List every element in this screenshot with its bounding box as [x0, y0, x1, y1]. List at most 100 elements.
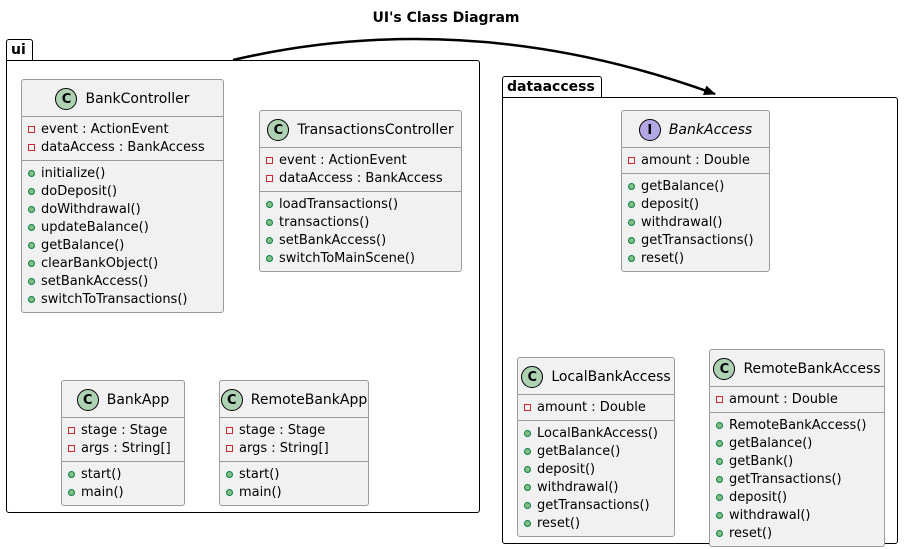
field-text: amount : Double [729, 391, 838, 407]
public-visibility-icon [68, 470, 75, 478]
class-stereotype-icon: C [55, 88, 78, 110]
fields-section: amount : Double [518, 394, 674, 420]
method-row: RemoteBankAccess() [716, 416, 876, 434]
method-row: setBankAccess() [28, 272, 215, 290]
method-text: start() [81, 466, 122, 482]
class-name: RemoteBankAccess [743, 361, 881, 377]
method-text: getBalance() [729, 435, 813, 451]
private-visibility-icon [716, 395, 723, 403]
private-visibility-icon [226, 426, 233, 434]
public-visibility-icon [716, 529, 723, 537]
method-row: main() [226, 483, 360, 501]
private-visibility-icon [68, 426, 75, 434]
public-visibility-icon [716, 439, 723, 447]
method-row: setBankAccess() [266, 231, 453, 249]
class-stereotype-icon: C [713, 358, 736, 380]
public-visibility-icon [628, 182, 635, 190]
public-visibility-icon [28, 277, 35, 285]
field-text: args : String[] [239, 440, 329, 456]
methods-section: RemoteBankAccess()getBalance()getBank()g… [710, 412, 884, 546]
method-row: withdrawal() [716, 506, 876, 524]
private-visibility-icon [266, 156, 273, 164]
method-text: switchToTransactions() [41, 291, 188, 307]
method-text: withdrawal() [641, 214, 723, 230]
public-visibility-icon [524, 447, 531, 455]
public-visibility-icon [28, 205, 35, 213]
public-visibility-icon [226, 488, 233, 496]
public-visibility-icon [524, 483, 531, 491]
public-visibility-icon [524, 465, 531, 473]
field-row: args : String[] [68, 439, 176, 457]
method-row: doWithdrawal() [28, 200, 215, 218]
method-row: withdrawal() [628, 213, 761, 231]
class-header: C RemoteBankApp [220, 381, 368, 417]
public-visibility-icon [628, 200, 635, 208]
field-text: event : ActionEvent [279, 152, 407, 168]
field-row: event : ActionEvent [266, 151, 453, 169]
field-text: event : ActionEvent [41, 121, 169, 137]
methods-section: loadTransactions()transactions()setBankA… [260, 191, 461, 271]
method-row: getBalance() [716, 434, 876, 452]
public-visibility-icon [628, 236, 635, 244]
field-row: event : ActionEvent [28, 120, 215, 138]
method-text: start() [239, 466, 280, 482]
method-row: getBalance() [628, 177, 761, 195]
field-row: amount : Double [628, 151, 761, 169]
methods-section: start()main() [220, 461, 368, 505]
class-name: BankApp [106, 392, 170, 408]
method-row: switchToTransactions() [28, 290, 215, 308]
method-text: deposit() [729, 489, 788, 505]
method-text: getBalance() [41, 237, 125, 253]
field-row: stage : Stage [226, 421, 360, 439]
class-name: RemoteBankApp [250, 392, 368, 408]
methods-section: LocalBankAccess()getBalance()deposit()wi… [518, 420, 674, 536]
method-row: clearBankObject() [28, 254, 215, 272]
public-visibility-icon [28, 295, 35, 303]
method-row: updateBalance() [28, 218, 215, 236]
method-text: getTransactions() [729, 471, 842, 487]
method-text: clearBankObject() [41, 255, 159, 271]
method-row: switchToMainScene() [266, 249, 453, 267]
public-visibility-icon [28, 259, 35, 267]
method-text: LocalBankAccess() [537, 425, 658, 441]
class-name: BankAccess [668, 122, 753, 138]
method-text: getBalance() [641, 178, 725, 194]
public-visibility-icon [716, 421, 723, 429]
private-visibility-icon [266, 174, 273, 182]
method-row: getBalance() [28, 236, 215, 254]
method-text: initialize() [41, 165, 106, 181]
method-row: reset() [628, 249, 761, 267]
public-visibility-icon [28, 187, 35, 195]
interface-stereotype-icon: I [638, 119, 661, 141]
diagram-title: UI's Class Diagram [372, 10, 520, 26]
package-dataaccess-label: dataaccess [502, 76, 602, 98]
public-visibility-icon [266, 254, 273, 262]
field-row: amount : Double [716, 390, 876, 408]
field-text: stage : Stage [81, 422, 168, 438]
public-visibility-icon [266, 200, 273, 208]
method-row: getTransactions() [716, 470, 876, 488]
method-text: RemoteBankAccess() [729, 417, 867, 433]
method-row: loadTransactions() [266, 195, 453, 213]
class-stereotype-icon: C [220, 389, 243, 411]
method-text: updateBalance() [41, 219, 149, 235]
field-text: amount : Double [641, 152, 750, 168]
method-row: getTransactions() [524, 496, 666, 514]
method-text: switchToMainScene() [279, 250, 415, 266]
public-visibility-icon [716, 475, 723, 483]
method-row: withdrawal() [524, 478, 666, 496]
private-visibility-icon [226, 444, 233, 452]
public-visibility-icon [68, 488, 75, 496]
method-row: getBalance() [524, 442, 666, 460]
field-row: args : String[] [226, 439, 360, 457]
class-stereotype-icon: C [267, 119, 290, 141]
